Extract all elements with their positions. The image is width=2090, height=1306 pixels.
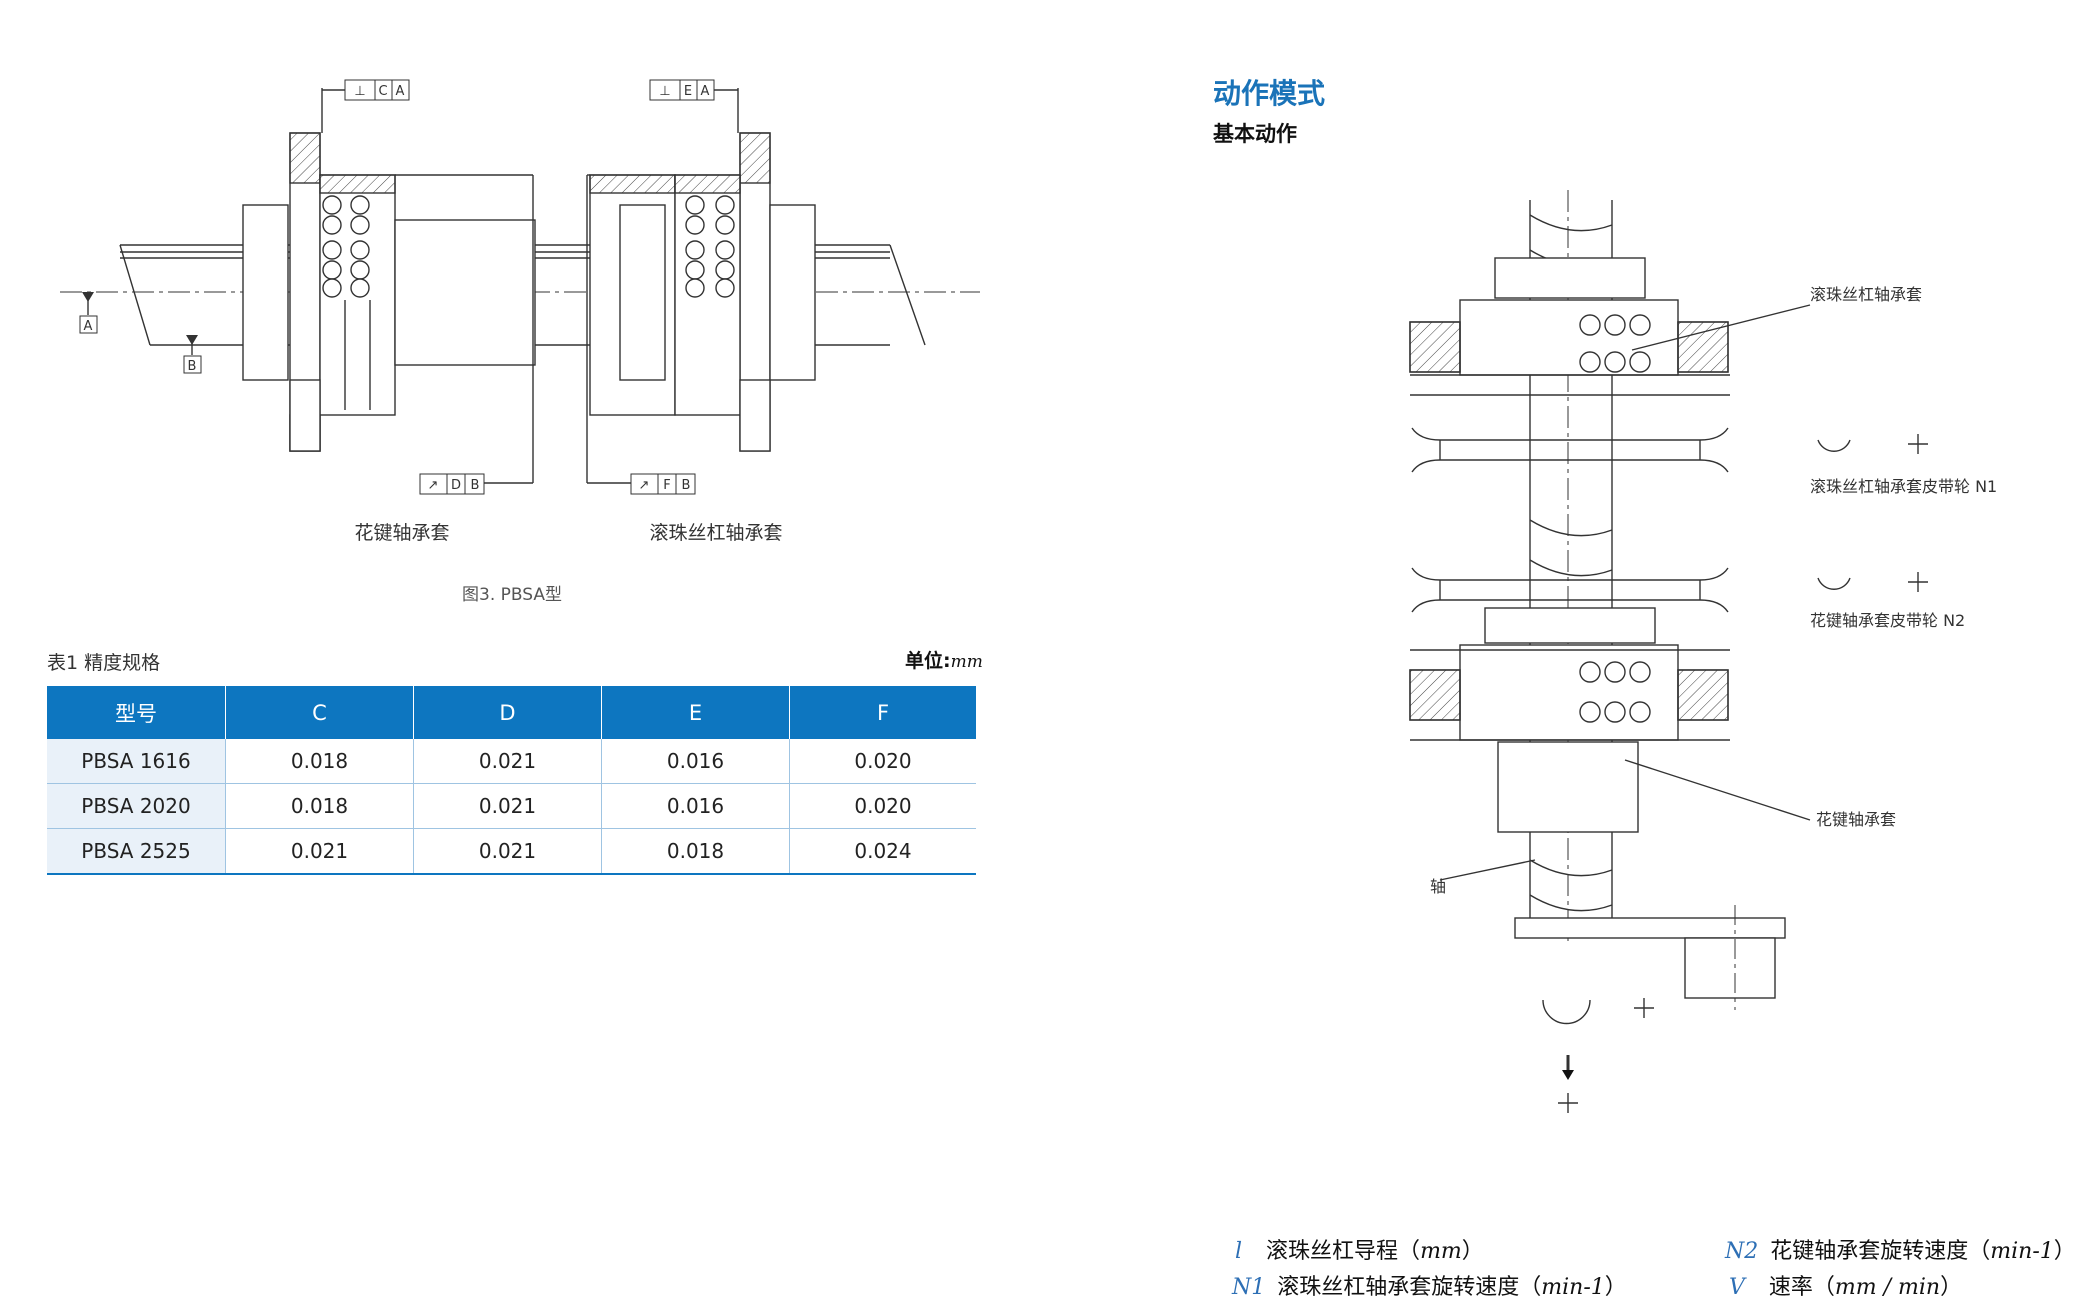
legend-close: ） xyxy=(2053,1239,2076,1264)
datum-b-label: B xyxy=(188,359,197,374)
cell-c: 0.018 xyxy=(225,739,414,784)
tol-datum: B xyxy=(471,478,480,493)
section-subtitle: 基本动作 xyxy=(1213,122,1297,146)
table-header-row: 型号 C D E F xyxy=(47,686,976,739)
datum-a-label: A xyxy=(84,319,93,334)
legend-text: 速率（ xyxy=(1768,1275,1835,1300)
cell-model: PBSA 2525 xyxy=(47,828,226,875)
tol-datum: F xyxy=(663,478,670,493)
legend-unit: min-1 xyxy=(1990,1239,2054,1264)
tol-datum: D xyxy=(451,478,461,493)
label-spline-nut-right: 花键轴承套 xyxy=(1816,810,1896,829)
tol-frame-c-a: ⊥ C A xyxy=(344,79,410,101)
cell-d: 0.021 xyxy=(413,783,602,829)
unit-prefix: 单位: xyxy=(905,650,951,672)
legend-v: V 速率（mm / min） xyxy=(1729,1269,1962,1301)
unit-value: mm xyxy=(950,652,983,672)
tol-frame-f-b: ↗ F B xyxy=(630,473,696,495)
cell-c: 0.018 xyxy=(225,783,414,829)
header-model: 型号 xyxy=(47,686,226,739)
cell-f: 0.020 xyxy=(789,739,976,784)
legend-unit: min-1 xyxy=(1541,1275,1605,1300)
cell-model: PBSA 1616 xyxy=(47,739,226,784)
basic-motion-diagram: 滚珠丝杠轴承套 滚珠丝杠轴承套皮带轮 N1 花键轴承套皮带轮 N2 花键轴承套 … xyxy=(1409,190,1997,1113)
tol-datum: B xyxy=(682,478,691,493)
tol-symbol: ↗ xyxy=(428,478,439,493)
tol-datum: A xyxy=(701,84,710,99)
legend-n2: N2 花键轴承套旋转速度（min-1） xyxy=(1725,1233,2076,1265)
cell-f: 0.020 xyxy=(789,783,976,829)
cell-model: PBSA 2020 xyxy=(47,783,226,829)
legend-text: 滚珠丝杠导程（ xyxy=(1266,1239,1421,1264)
symbol-n2: N2 xyxy=(1725,1239,1759,1264)
label-pulley-n2: 花键轴承套皮带轮 N2 xyxy=(1810,611,1965,630)
datum-a-box: A xyxy=(79,315,98,334)
legend-lead: l 滚珠丝杠导程（mm） xyxy=(1235,1233,1484,1265)
cell-e: 0.018 xyxy=(601,828,790,875)
tol-frame-e-a: ⊥ E A xyxy=(649,79,715,101)
legend-close: ） xyxy=(1940,1275,1963,1300)
header-d: D xyxy=(413,686,602,739)
legend-text: 花键轴承套旋转速度（ xyxy=(1770,1239,1991,1264)
cell-e: 0.016 xyxy=(601,783,790,829)
symbol-v: V xyxy=(1729,1275,1745,1300)
figure-caption: 图3. PBSA型 xyxy=(462,585,562,605)
cell-c: 0.021 xyxy=(225,828,414,875)
tol-symbol: ⊥ xyxy=(659,84,670,99)
cell-d: 0.021 xyxy=(413,828,602,875)
legend-unit: mm xyxy=(1420,1239,1462,1264)
label-pulley-n1: 滚珠丝杠轴承套皮带轮 N1 xyxy=(1810,477,1997,496)
symbol-l: l xyxy=(1235,1239,1243,1264)
table-row: PBSA 2525 0.021 0.021 0.018 0.024 xyxy=(47,828,976,875)
pbsa-dimension-drawing: ⊥ C A ⊥ E A ↗ D B ↗ F B xyxy=(60,79,980,605)
tol-datum: A xyxy=(396,84,405,99)
datum-b-box: B xyxy=(183,355,202,374)
legend-unit: mm / min xyxy=(1834,1275,1941,1300)
legend-text: 滚珠丝杠轴承套旋转速度（ xyxy=(1277,1275,1542,1300)
section-title: 动作模式 xyxy=(1213,77,1326,110)
tol-symbol: ↗ xyxy=(639,478,650,493)
table-row: PBSA 1616 0.018 0.021 0.016 0.020 xyxy=(47,739,976,784)
label-ballscrew-nut: 滚珠丝杠轴承套 xyxy=(649,522,782,544)
header-c: C xyxy=(225,686,414,739)
header-f: F xyxy=(789,686,976,739)
symbol-n1: N1 xyxy=(1232,1275,1266,1300)
tol-frame-d-b: ↗ D B xyxy=(419,473,485,495)
unit-label: 单位:mm xyxy=(905,646,983,673)
legend-close: ） xyxy=(1461,1239,1484,1264)
cell-f: 0.024 xyxy=(789,828,976,875)
label-ballscrew-nut-right: 滚珠丝杠轴承套 xyxy=(1810,285,1922,304)
label-shaft: 轴 xyxy=(1430,877,1446,896)
accuracy-spec-table: 型号 C D E F PBSA 1616 0.018 0.021 0.016 0… xyxy=(47,686,976,875)
legend-n1: N1 滚珠丝杠轴承套旋转速度（min-1） xyxy=(1232,1269,1627,1301)
label-spline-nut: 花键轴承套 xyxy=(354,522,449,544)
table-row: PBSA 2020 0.018 0.021 0.016 0.020 xyxy=(47,783,976,829)
cell-d: 0.021 xyxy=(413,739,602,784)
header-e: E xyxy=(601,686,790,739)
tol-datum: E xyxy=(684,84,692,99)
cell-e: 0.016 xyxy=(601,739,790,784)
tol-datum: C xyxy=(378,84,387,99)
tol-symbol: ⊥ xyxy=(354,84,365,99)
legend-close: ） xyxy=(1604,1275,1627,1300)
table-title: 表1 精度规格 xyxy=(47,652,161,674)
